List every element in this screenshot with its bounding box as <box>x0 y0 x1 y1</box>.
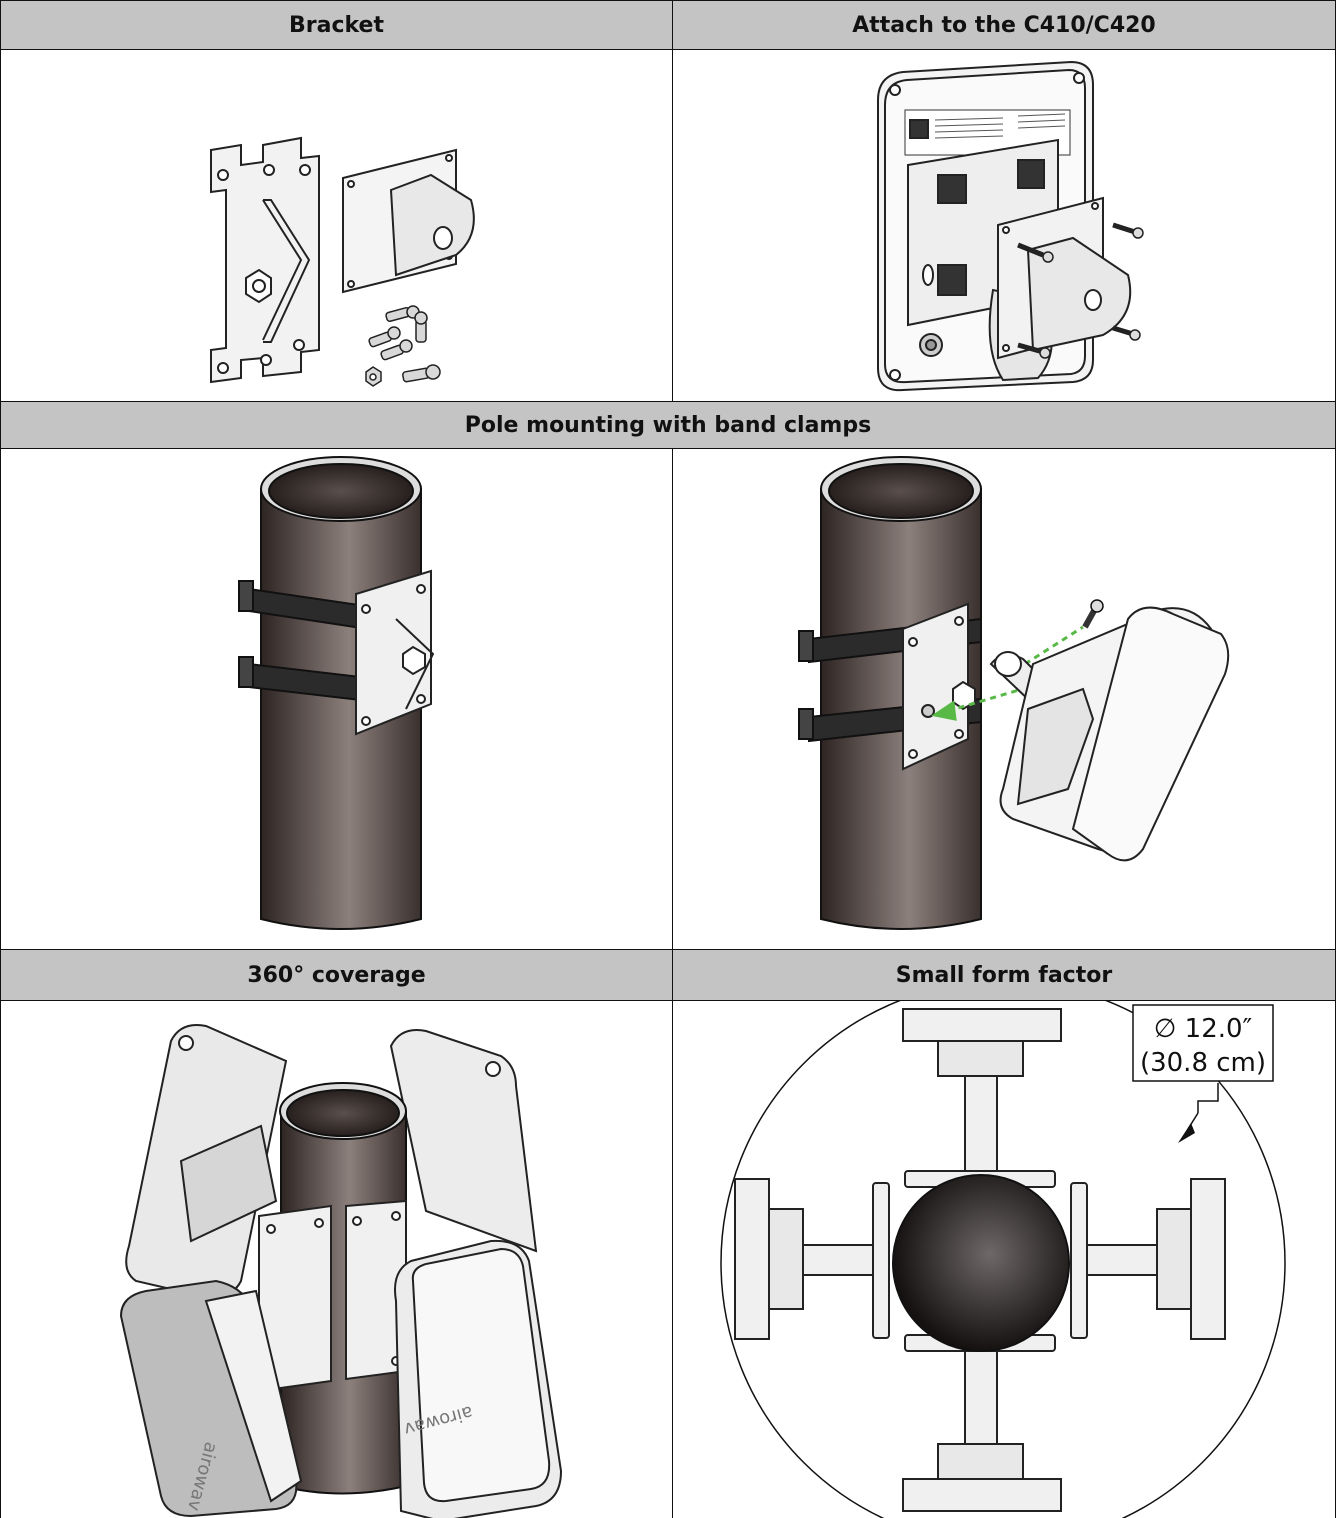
dimension-line2: (30.8 cm) <box>1140 1048 1266 1078</box>
attach-screws <box>1017 222 1144 359</box>
attach-mount-plate <box>997 196 1132 360</box>
pole-bracket <box>355 569 435 736</box>
attach-illustration <box>877 60 1144 392</box>
form-factor-illustration: ∅ 12.0″ (30.8 cm) <box>720 1001 1286 1518</box>
header-bracket-label: Bracket <box>289 12 384 38</box>
screw-set <box>365 305 441 387</box>
header-small: Small form factor <box>672 949 1336 1001</box>
ap-back-left <box>125 1024 288 1298</box>
pole-attach-screw <box>1082 599 1104 629</box>
ap-right <box>1070 1178 1226 1340</box>
clamp-plate <box>210 136 320 384</box>
ap-left <box>734 1178 890 1340</box>
header-bracket: Bracket <box>0 0 673 50</box>
pole-attach-cell <box>672 448 1336 950</box>
dimension-line1: ∅ 12.0″ <box>1154 1014 1253 1044</box>
header-coverage-label: 360° coverage <box>247 962 426 988</box>
coverage-illustration: airowav airowav <box>119 1024 563 1518</box>
mount-plate <box>342 148 475 294</box>
pole-clamp-illustration <box>238 456 435 930</box>
ap-front-right: airowav <box>394 1239 563 1518</box>
ap-front-left: airowav <box>119 1279 303 1518</box>
header-pole-label: Pole mounting with band clamps <box>464 412 872 438</box>
attach-cell <box>672 49 1336 402</box>
header-attach: Attach to the C410/C420 <box>672 0 1336 50</box>
pole-attach-illustration <box>798 456 1230 930</box>
header-pole: Pole mounting with band clamps <box>0 401 1336 449</box>
ap-back-right <box>389 1029 538 1253</box>
header-attach-label: Attach to the C410/C420 <box>852 12 1156 38</box>
pole-attach-ap <box>989 606 1230 862</box>
dimension-label: ∅ 12.0″ (30.8 cm) <box>1132 1004 1274 1143</box>
header-coverage: 360° coverage <box>0 949 673 1001</box>
form-factor-cell: ∅ 12.0″ (30.8 cm) <box>672 1000 1336 1518</box>
coverage-cell: airowav airowav <box>0 1000 673 1518</box>
pole-2 <box>820 456 982 930</box>
bracket-illustration <box>210 136 475 387</box>
pole-bracket-2 <box>902 602 976 771</box>
assembly-guide <box>931 625 1084 721</box>
header-small-label: Small form factor <box>895 962 1113 988</box>
bracket-cell <box>0 49 673 402</box>
pole-top-view <box>892 1174 1070 1352</box>
pole-clamp-cell <box>0 448 673 950</box>
